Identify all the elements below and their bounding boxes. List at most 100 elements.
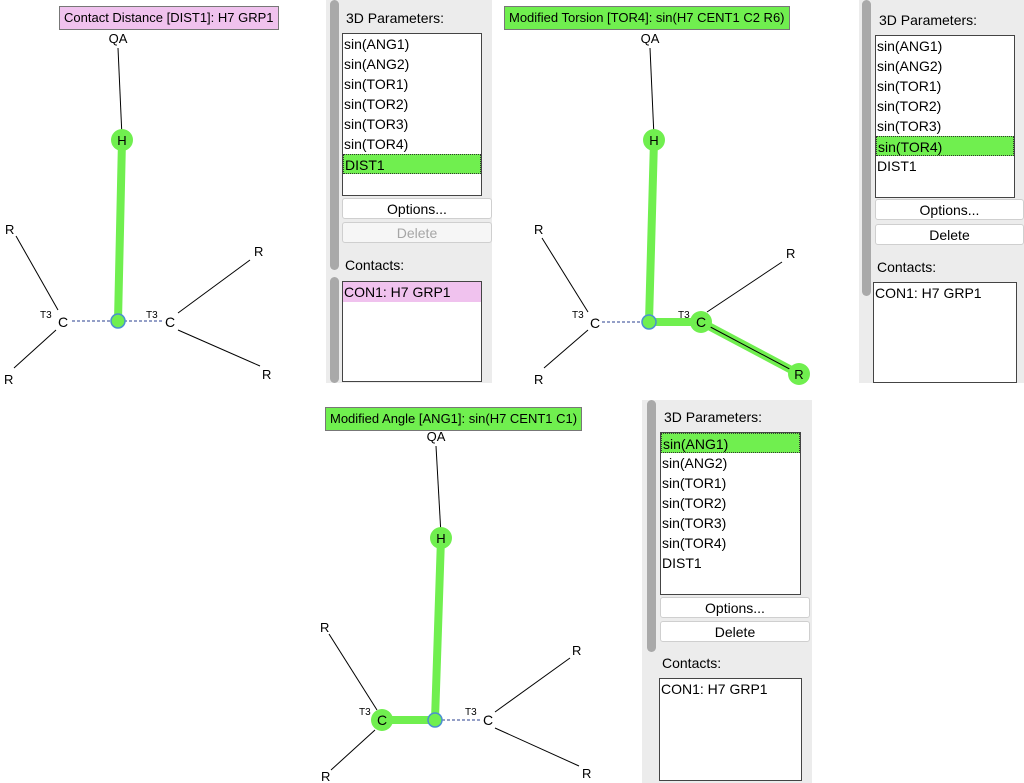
- c-atom-right-node[interactable]: [690, 311, 712, 333]
- sidebar-scrollbar[interactable]: [647, 400, 656, 652]
- c-atom-right-label: C: [696, 314, 706, 330]
- options-button[interactable]: Options...: [342, 198, 492, 219]
- param-item[interactable]: sin(TOR1): [877, 78, 942, 94]
- bond-c-r-topleft: [541, 237, 589, 313]
- h-atom-node[interactable]: [643, 129, 665, 151]
- sidebar-scrollbar[interactable]: [862, 0, 871, 296]
- delete-button[interactable]: Delete: [875, 224, 1024, 245]
- contacts-list[interactable]: CON1: H7 GRP1: [873, 282, 1017, 383]
- r-atom-node[interactable]: [788, 363, 810, 385]
- parameters-sidebar: 3D Parameters: sin(ANG1) sin(ANG2) sin(T…: [326, 0, 492, 383]
- t3-left-label: T3: [40, 310, 52, 321]
- contacts-header: Contacts:: [662, 655, 722, 671]
- bond-c-r-topright: [706, 261, 783, 313]
- param-item[interactable]: sin(TOR3): [877, 118, 942, 134]
- r-top-right-label: R: [254, 244, 263, 259]
- t3-right-label: T3: [465, 707, 477, 718]
- contacts-header: Contacts:: [877, 259, 937, 275]
- c-atom-left-label: C: [377, 712, 387, 728]
- options-button[interactable]: Options...: [660, 597, 810, 618]
- contact-item[interactable]: CON1: H7 GRP1: [875, 285, 982, 301]
- r-bottom-left-label: R: [4, 372, 13, 387]
- param-item[interactable]: sin(ANG2): [344, 56, 410, 72]
- param-item[interactable]: sin(TOR1): [662, 475, 727, 491]
- delete-button[interactable]: Delete: [342, 222, 492, 243]
- qa-label: QA: [427, 429, 446, 444]
- bond-qa-h: [117, 47, 123, 138]
- molecule-canvas[interactable]: H QA C C T3 T3 R R R R: [0, 0, 326, 387]
- t3-right-label: T3: [146, 310, 158, 321]
- molecule-canvas[interactable]: H QA C C T3 T3 R R R R: [492, 0, 859, 387]
- param-item-selected[interactable]: DIST1: [343, 154, 481, 174]
- c-atom-right-label: C: [165, 314, 175, 330]
- params-list[interactable]: sin(ANG1) sin(ANG2) sin(TOR1) sin(TOR2) …: [875, 35, 1015, 198]
- param-item-selected[interactable]: sin(ANG1): [661, 433, 800, 453]
- centroid-node[interactable]: [427, 712, 443, 728]
- contact-item[interactable]: CON1: H7 GRP1: [661, 681, 768, 697]
- r-bottom-right-label: R: [582, 766, 591, 781]
- sidebar-scrollbar[interactable]: [330, 0, 339, 270]
- param-item-selected[interactable]: sin(TOR4): [876, 136, 1014, 156]
- h-atom-node[interactable]: [430, 527, 452, 549]
- t3-left-label: T3: [572, 310, 584, 321]
- param-item[interactable]: sin(TOR3): [662, 515, 727, 531]
- parameters-sidebar: 3D Parameters: sin(ANG1) sin(ANG2) sin(T…: [642, 400, 812, 783]
- h-atom-label: H: [436, 531, 445, 546]
- t3-right-label: T3: [678, 310, 690, 321]
- highlight-h-centroid: [431, 534, 445, 724]
- sidebar-scrollbar-lower[interactable]: [330, 277, 339, 383]
- param-item[interactable]: sin(ANG1): [877, 38, 943, 54]
- param-item[interactable]: sin(TOR2): [344, 96, 409, 112]
- contacts-list[interactable]: CON1: H7 GRP1: [342, 281, 482, 382]
- bond-c-r-inner: [700, 321, 800, 375]
- c-atom-left-label: C: [58, 314, 68, 330]
- r-top-right-label: R: [786, 246, 795, 261]
- delete-button[interactable]: Delete: [660, 621, 810, 642]
- params-list[interactable]: sin(ANG1) sin(ANG2) sin(TOR1) sin(TOR2) …: [660, 432, 801, 595]
- parameter-banner: Contact Distance [DIST1]: H7 GRP1: [59, 6, 279, 30]
- t3-left-label: T3: [359, 707, 371, 718]
- r-top-left-label: R: [320, 620, 329, 635]
- parameter-banner: Modified Torsion [TOR4]: sin(H7 CENT1 C2…: [504, 6, 790, 30]
- r-bottom-left-label: R: [321, 769, 330, 783]
- params-list[interactable]: sin(ANG1) sin(ANG2) sin(TOR1) sin(TOR2) …: [342, 33, 482, 196]
- param-item[interactable]: sin(TOR4): [662, 535, 727, 551]
- param-item[interactable]: sin(TOR3): [344, 116, 409, 132]
- highlight-h-centroid: [114, 136, 126, 325]
- bond-c-r-bottomleft: [543, 329, 589, 369]
- h-atom-label: H: [649, 133, 658, 148]
- molecule-canvas[interactable]: H QA C C T3 T3 R R R R: [315, 400, 642, 783]
- bond-c-r-bottomleft: [330, 729, 376, 771]
- parameters-sidebar: 3D Parameters: sin(ANG1) sin(ANG2) sin(T…: [859, 0, 1024, 383]
- params-header: 3D Parameters:: [879, 12, 978, 28]
- param-item[interactable]: sin(TOR1): [344, 76, 409, 92]
- contacts-list[interactable]: CON1: H7 GRP1: [659, 678, 802, 781]
- centroid-node[interactable]: [641, 314, 657, 330]
- panel-modified-torsion: H QA C C T3 T3 R R R R Modified Torsion …: [492, 0, 859, 387]
- r-bottom-right-label: R: [262, 367, 271, 382]
- h-atom-node[interactable]: [111, 129, 133, 151]
- contact-item-selected[interactable]: CON1: H7 GRP1: [343, 282, 481, 302]
- bond-c-r-bottomright: [494, 727, 580, 767]
- param-item[interactable]: sin(TOR4): [344, 136, 409, 152]
- r-top-left-label: R: [534, 222, 543, 237]
- panel-modified-angle: H QA C C T3 T3 R R R R Modified Angle [A…: [315, 400, 642, 783]
- params-header: 3D Parameters:: [664, 409, 763, 425]
- param-item[interactable]: sin(ANG2): [877, 58, 943, 74]
- param-item[interactable]: DIST1: [877, 158, 917, 174]
- param-item[interactable]: sin(ANG1): [344, 36, 410, 52]
- bond-qa-h: [649, 47, 655, 138]
- highlight-h-centroid: [645, 136, 658, 326]
- c-atom-left-label: C: [590, 315, 600, 331]
- h-atom-label: H: [117, 133, 126, 148]
- c-atom-left-node[interactable]: [371, 709, 393, 731]
- param-item[interactable]: sin(ANG2): [662, 455, 728, 471]
- param-item[interactable]: DIST1: [662, 555, 702, 571]
- param-item[interactable]: sin(TOR2): [877, 98, 942, 114]
- param-item[interactable]: sin(TOR2): [662, 495, 727, 511]
- panel-contact-distance: H QA C C T3 T3 R R R R Contact Distance …: [0, 0, 326, 387]
- options-button[interactable]: Options...: [875, 199, 1024, 220]
- centroid-node[interactable]: [110, 313, 126, 329]
- r-top-right-label: R: [572, 643, 581, 658]
- bond-qa-h: [435, 445, 442, 536]
